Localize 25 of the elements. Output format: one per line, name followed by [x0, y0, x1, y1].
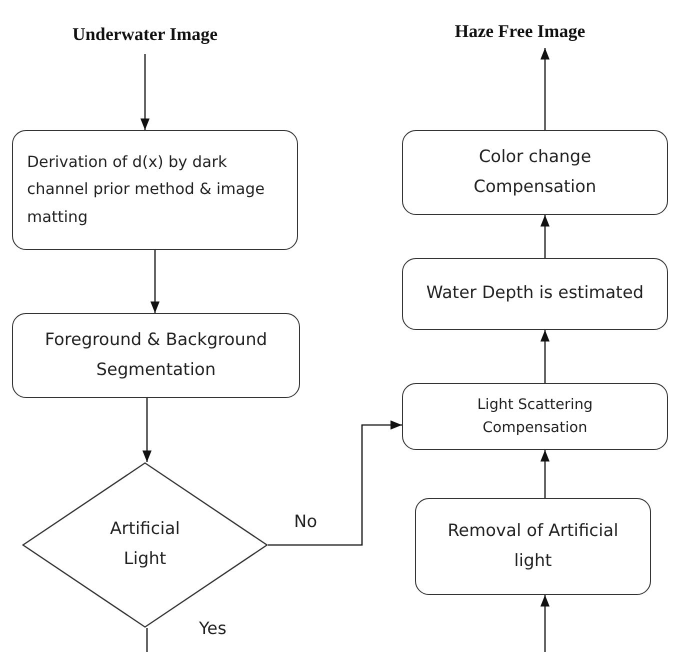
connector-line [146, 628, 148, 652]
decision-label: Artificial Light [109, 518, 181, 571]
box-label: Removal of Artificial light [446, 520, 620, 572]
box-label: Water Depth is estimated [425, 282, 645, 306]
heading-text: Underwater Image [72, 24, 218, 44]
box-label: Color change Compensation [472, 146, 598, 198]
box-label: Derivation of d(x) by dark channel prior method & image matting [26, 152, 266, 228]
process-box [402, 383, 668, 450]
arrow [540, 450, 550, 498]
arrow [142, 398, 152, 462]
arrow [140, 54, 150, 130]
process-box [402, 130, 668, 215]
process-box [12, 130, 298, 250]
process-box [12, 313, 300, 398]
process-box [402, 258, 668, 330]
heading-text: Haze Free Image [454, 20, 586, 42]
arrow [268, 420, 402, 546]
arrow [540, 330, 550, 383]
arrow [540, 595, 550, 652]
box-label: Foreground & Background Segmentation [44, 328, 268, 382]
arrow [150, 250, 160, 313]
box-label: Light Scattering Compensation [476, 396, 594, 438]
arrow [540, 48, 550, 130]
arrow [540, 215, 550, 258]
process-box [415, 498, 651, 595]
